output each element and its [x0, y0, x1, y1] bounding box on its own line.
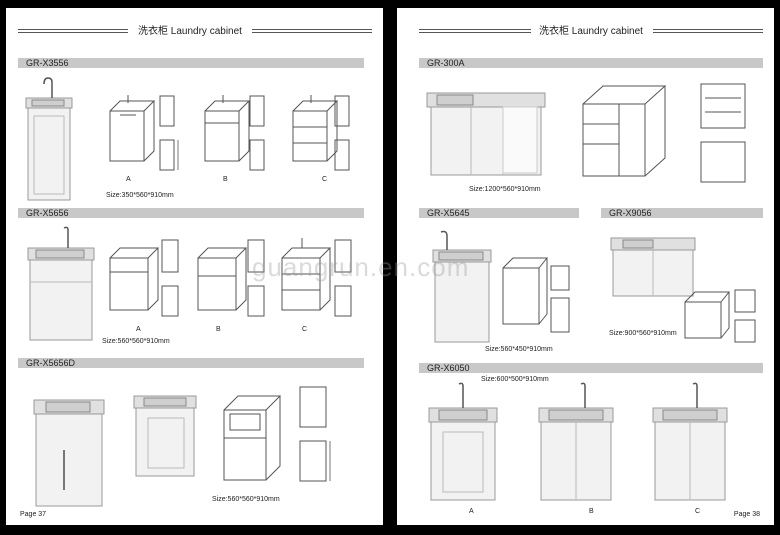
- page-number: Page 38: [733, 511, 760, 518]
- header-rule: [18, 29, 128, 33]
- sink-cabinet-photo: [610, 237, 696, 297]
- sink-cabinet-photo: [426, 92, 546, 176]
- sink-cabinet-photo: [25, 77, 73, 201]
- section-title-bar: GR-X6050: [419, 363, 763, 373]
- sink-cabinet-photo: [33, 399, 105, 507]
- cabinet-spec-drawing: [334, 239, 352, 317]
- cabinet-spec-drawing: [159, 95, 179, 171]
- watermark: guangrun.en.com: [252, 252, 470, 282]
- page-header: 洗衣柜 Laundry cabinet: [397, 22, 774, 37]
- sink-cabinet-photo: [652, 382, 728, 501]
- size-spec: Size:350*560*910mm: [106, 192, 174, 199]
- cabinet-drawing: [582, 85, 667, 177]
- variant-label: B: [216, 326, 221, 333]
- cabinet-spec-drawing: [161, 239, 179, 317]
- sink-cabinet-photo: [432, 230, 492, 343]
- cabinet-drawing: [502, 257, 549, 325]
- variant-label: C: [302, 326, 308, 333]
- cabinet-spec-drawing: [247, 239, 265, 317]
- cabinet-drawing-a: [109, 247, 160, 311]
- sink-cabinet-photo: [538, 382, 614, 501]
- cabinet-spec-drawing: [550, 265, 570, 333]
- page-number: Page 37: [20, 511, 47, 518]
- cabinet-drawing: [684, 291, 731, 339]
- sink-cabinet-photo: [428, 382, 498, 501]
- variant-label: B: [589, 508, 594, 515]
- sink-cabinet-photo: [27, 226, 95, 341]
- cabinet-drawing-c: [281, 238, 332, 311]
- size-spec: Size:900*560*910mm: [609, 330, 677, 337]
- section-title-bar: GR-X5656: [18, 208, 364, 218]
- cabinet-drawing: [223, 395, 282, 481]
- cabinet-drawing-c: [292, 95, 339, 162]
- header-rule: [419, 29, 531, 33]
- section-title-bar: GR-X3556: [18, 58, 364, 68]
- header-title: 洗衣柜 Laundry cabinet: [539, 26, 643, 37]
- cabinet-spec-drawing: [734, 289, 756, 343]
- section-title-bar: GR-X5656D: [18, 358, 364, 368]
- variant-label: B: [223, 176, 228, 183]
- variant-label: A: [126, 176, 131, 183]
- variant-label: A: [136, 326, 141, 333]
- variant-label: C: [695, 508, 701, 515]
- cabinet-spec-drawing: [299, 386, 331, 482]
- size-spec: Size:600*500*910mm: [481, 376, 549, 383]
- cabinet-spec-drawing: [700, 83, 746, 183]
- size-spec: Size:560*560*910mm: [102, 338, 170, 345]
- section-title-bar: GR-300A: [419, 58, 763, 68]
- catalog-page-right: 洗衣柜 Laundry cabinet GR-300A Size:1200*56…: [397, 8, 774, 525]
- size-spec: Size:560*450*910mm: [485, 346, 553, 353]
- section-title-bar: GR-X9056: [601, 208, 763, 218]
- cabinet-drawing-a: [109, 95, 156, 162]
- page-header: 洗衣柜 Laundry cabinet: [6, 22, 383, 37]
- variant-label: C: [322, 176, 328, 183]
- size-spec: Size:1200*560*910mm: [469, 186, 541, 193]
- cabinet-spec-drawing: [334, 95, 350, 171]
- cabinet-drawing-b: [204, 95, 251, 162]
- sink-cabinet-photo: [133, 395, 197, 477]
- variant-label: A: [469, 508, 474, 515]
- header-rule: [252, 29, 372, 33]
- cabinet-drawing-b: [197, 247, 248, 311]
- header-title: 洗衣柜 Laundry cabinet: [138, 26, 242, 37]
- section-title-bar: GR-X5645: [419, 208, 579, 218]
- catalog-page-left: 洗衣柜 Laundry cabinet GR-X3556 A B: [6, 8, 383, 525]
- cabinet-spec-drawing: [249, 95, 265, 171]
- header-rule: [653, 29, 763, 33]
- size-spec: Size:560*560*910mm: [212, 496, 280, 503]
